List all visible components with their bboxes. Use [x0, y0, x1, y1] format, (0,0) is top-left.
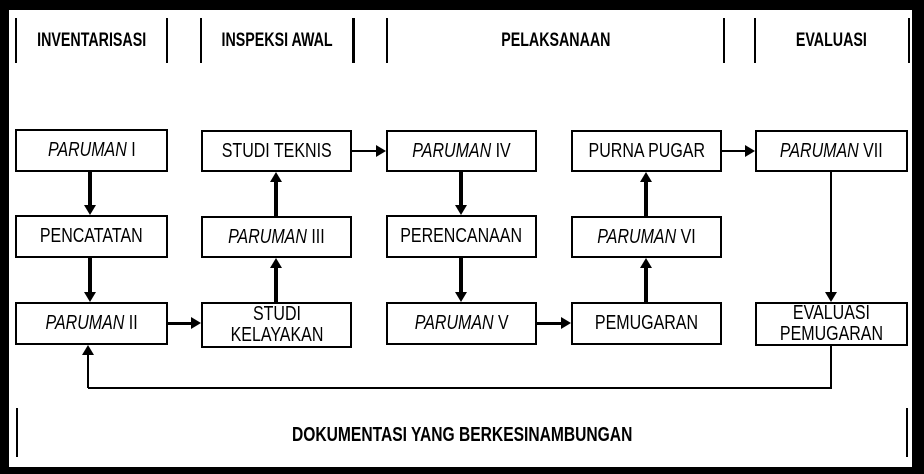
feedback-line-horizontal-segment	[88, 387, 832, 389]
arrow-perencanaan-to-paruman-v-head	[455, 292, 467, 302]
phase-label: PELAKSANAAN	[500, 30, 611, 51]
box-label-numeral: II	[124, 312, 138, 334]
box-perencanaan: PERENCANAAN	[386, 215, 537, 258]
phase-evaluasi: EVALUASI	[754, 30, 908, 52]
phase-separator	[15, 18, 17, 63]
box-label: PARUMAN VII	[780, 139, 883, 162]
arrow-paruman-vi-to-purna-pugar-head	[640, 172, 652, 182]
arrow-paruman-i-to-pencatatan-shaft	[88, 172, 92, 206]
box-label: PARUMAN III	[228, 225, 325, 248]
arrow-paruman-i-to-pencatatan-head	[84, 205, 96, 215]
arrow-studi-kelayakan-to-paruman-iii-shaft	[274, 267, 278, 302]
arrow-perencanaan-to-paruman-v-shaft	[459, 258, 463, 293]
arrow-paruman-ii-to-studi-kelayakan-shaft	[168, 322, 191, 325]
phase-inventarisasi: INVENTARISASI	[15, 30, 168, 52]
arrow-paruman-v-to-pemugaran-shaft	[537, 322, 562, 325]
box-label-italic: PARUMAN	[780, 139, 859, 162]
box-label-italic: PARUMAN	[45, 312, 125, 334]
box-paruman-vi: PARUMAN VI	[571, 216, 722, 258]
arrow-paruman-iv-to-perencanaan-shaft	[459, 172, 463, 206]
phase-separator	[908, 18, 910, 63]
box-paruman-vii: PARUMAN VII	[755, 130, 908, 172]
arrow-paruman-vii-to-evaluasi-pemugaran-head	[825, 292, 837, 302]
arrow-purna-pugar-to-paruman-vii-shaft	[722, 150, 746, 152]
box-label-numeral: I	[126, 139, 136, 161]
phase-separator	[166, 18, 168, 63]
box-paruman-iii: PARUMAN III	[201, 216, 352, 258]
box-label-numeral: VI	[676, 225, 696, 248]
arrow-pemugaran-to-paruman-vi-shaft	[644, 267, 648, 302]
arrow-pemugaran-to-paruman-vi-head	[640, 258, 652, 268]
arrow-paruman-ii-to-studi-kelayakan-head	[191, 317, 201, 329]
footer-caption-text: DOKUMENTASI YANG BERKESINAMBUNGAN	[291, 423, 633, 446]
box-label: PURNA PUGAR	[588, 139, 705, 162]
phase-separator	[723, 18, 725, 63]
phase-separator	[200, 18, 202, 63]
box-pemugaran: PEMUGARAN	[571, 302, 722, 345]
box-label: PEMUGARAN	[594, 312, 699, 334]
phase-separator	[754, 18, 756, 63]
box-label: PARUMAN V	[415, 313, 509, 334]
box-label: PARUMAN I	[48, 140, 136, 161]
phase-separator	[352, 18, 355, 63]
phase-separator	[386, 18, 388, 63]
arrow-paruman-iv-to-perencanaan-head	[455, 205, 467, 215]
box-label-numeral: VII	[858, 139, 883, 162]
box-pencatatan: PENCATATAN	[15, 215, 168, 258]
box-paruman-ii: PARUMAN II	[15, 302, 168, 345]
arrow-purna-pugar-to-paruman-vii-head	[745, 145, 755, 157]
phase-inspeksi-awal: INSPEKSI AWAL	[200, 30, 354, 52]
feedback-line-down-segment	[830, 346, 832, 388]
box-paruman-iv: PARUMAN IV	[386, 130, 537, 172]
box-label: PARUMAN II	[45, 313, 137, 334]
arrow-paruman-iii-to-studi-teknis-shaft	[274, 181, 278, 216]
phase-label: INVENTARISASI	[36, 30, 147, 51]
arrow-pencatatan-to-paruman-ii-head	[84, 292, 96, 302]
box-label: STUDI TEKNIS	[221, 139, 332, 162]
arrow-paruman-iii-to-studi-teknis-head	[270, 172, 282, 182]
box-label-numeral: V	[493, 312, 509, 334]
footer-caption: DOKUMENTASI YANG BERKESINAMBUNGAN	[18, 424, 906, 446]
arrow-studi-teknis-to-paruman-iv-head	[376, 145, 386, 157]
footer-separator	[16, 408, 18, 457]
box-label-italic: PARUMAN	[412, 139, 492, 162]
box-label-numeral: IV	[491, 139, 511, 162]
feedback-arrow-to-paruman-ii-head	[82, 345, 94, 355]
box-purna-pugar: PURNA PUGAR	[571, 130, 722, 172]
box-label-italic: PARUMAN	[228, 225, 308, 248]
arrow-paruman-vi-to-purna-pugar-shaft	[644, 181, 648, 216]
phase-label: INSPEKSI AWAL	[221, 30, 333, 51]
arrow-pencatatan-to-paruman-ii-shaft	[88, 258, 92, 293]
arrow-studi-teknis-to-paruman-iv-shaft	[352, 150, 377, 152]
box-label: PARUMAN VI	[597, 225, 696, 248]
arrow-paruman-v-to-pemugaran-head	[561, 317, 571, 329]
feedback-line-up-segment	[87, 355, 89, 388]
box-label-italic: PARUMAN	[414, 312, 494, 334]
arrow-paruman-vii-to-evaluasi-pemugaran-shaft	[830, 172, 832, 293]
arrow-studi-kelayakan-to-paruman-iii-head	[270, 258, 282, 268]
box-paruman-i: PARUMAN I	[15, 129, 168, 172]
box-studi-teknis: STUDI TEKNIS	[201, 130, 352, 172]
phase-label: EVALUASI	[795, 30, 867, 51]
box-label: PENCATATAN	[40, 225, 143, 247]
box-label-italic: PARUMAN	[597, 225, 677, 248]
phase-pelaksanaan: PELAKSANAAN	[386, 30, 725, 52]
box-label: PARUMAN IV	[412, 139, 511, 162]
box-label-italic: PARUMAN	[47, 139, 127, 161]
box-label-numeral: III	[307, 225, 325, 248]
footer-separator	[906, 408, 908, 457]
box-paruman-v: PARUMAN V	[386, 302, 537, 345]
box-label: PERENCANAAN	[400, 225, 523, 247]
